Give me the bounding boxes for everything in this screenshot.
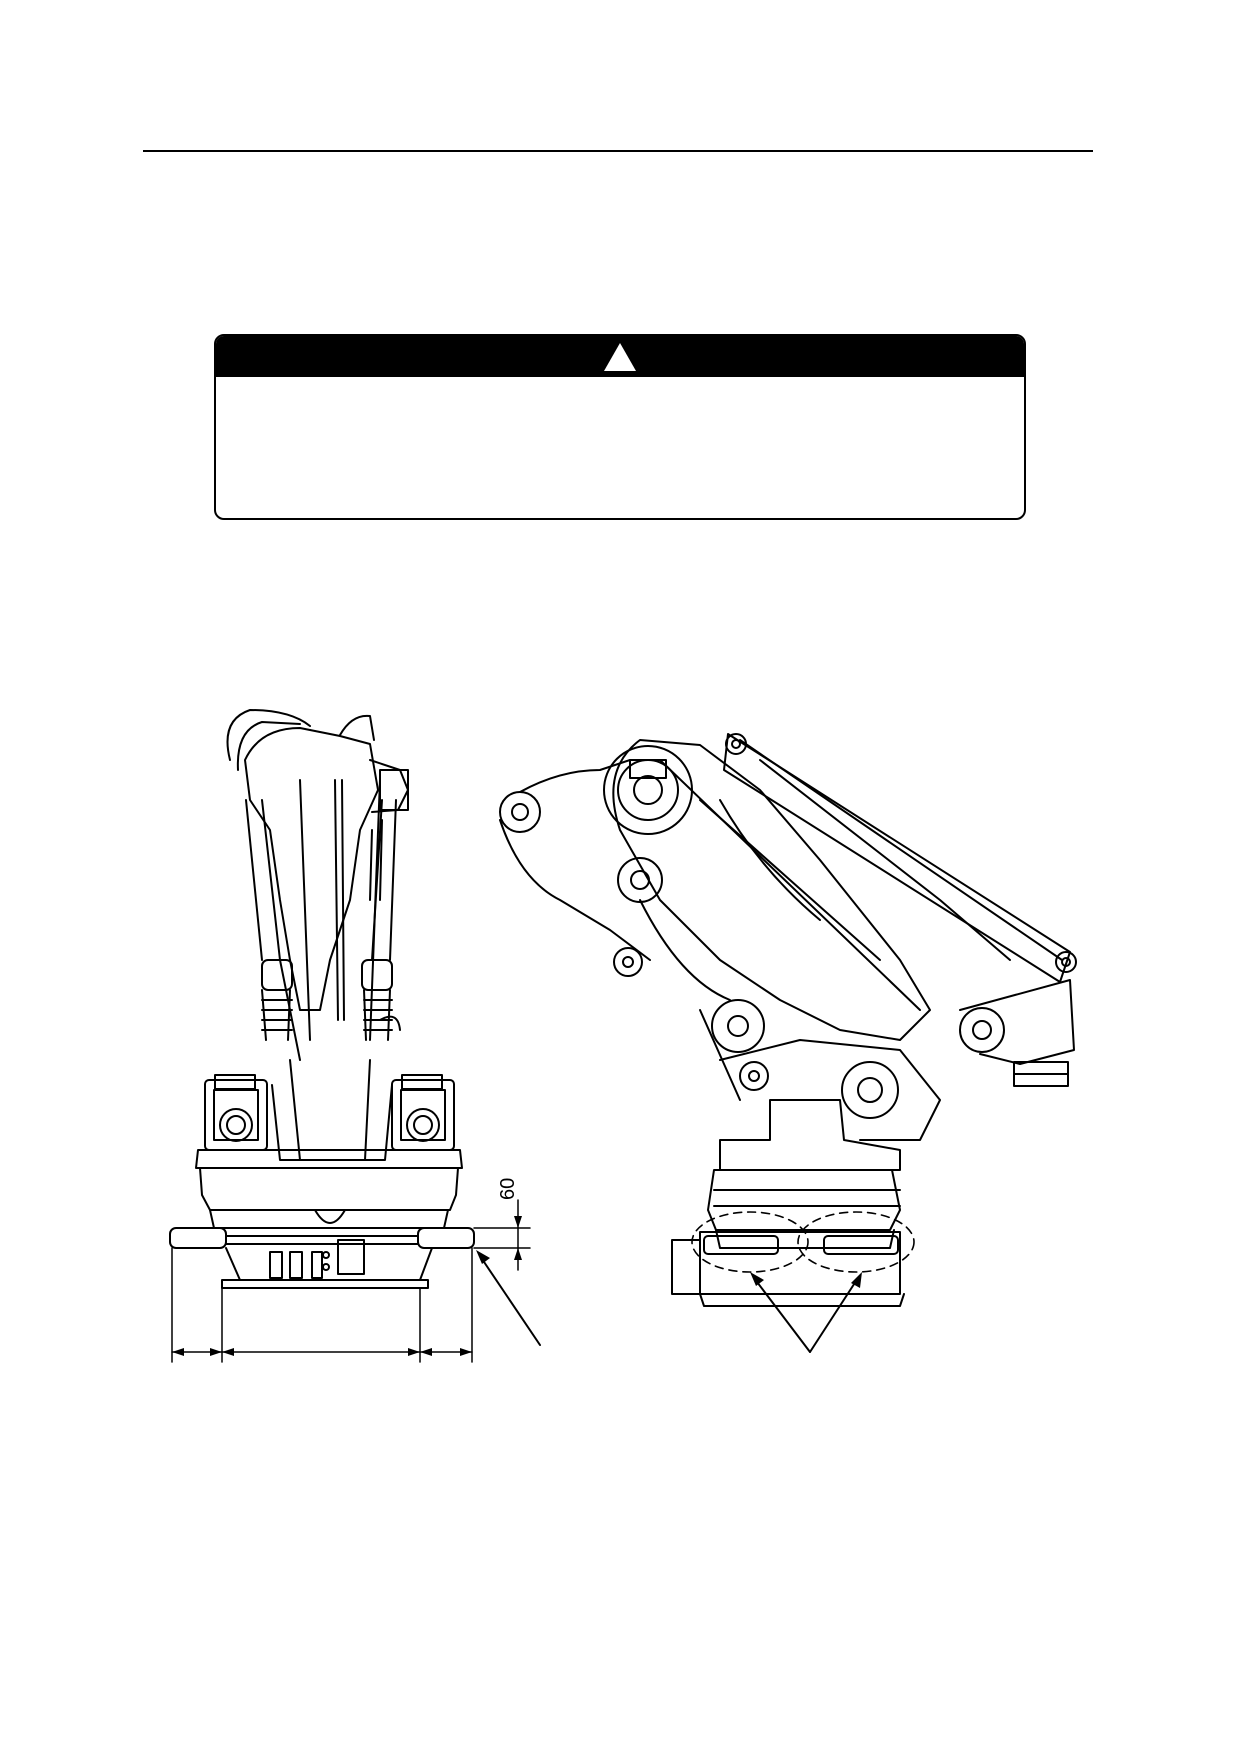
side-view [499, 733, 1077, 1353]
header-rule [143, 150, 1093, 152]
dimension-label-60: 60 [497, 1178, 519, 1200]
warning-triangle-icon [604, 343, 636, 371]
warning-box [214, 334, 1026, 520]
front-view: 60 [169, 709, 541, 1363]
warning-header-bar [216, 336, 1024, 377]
